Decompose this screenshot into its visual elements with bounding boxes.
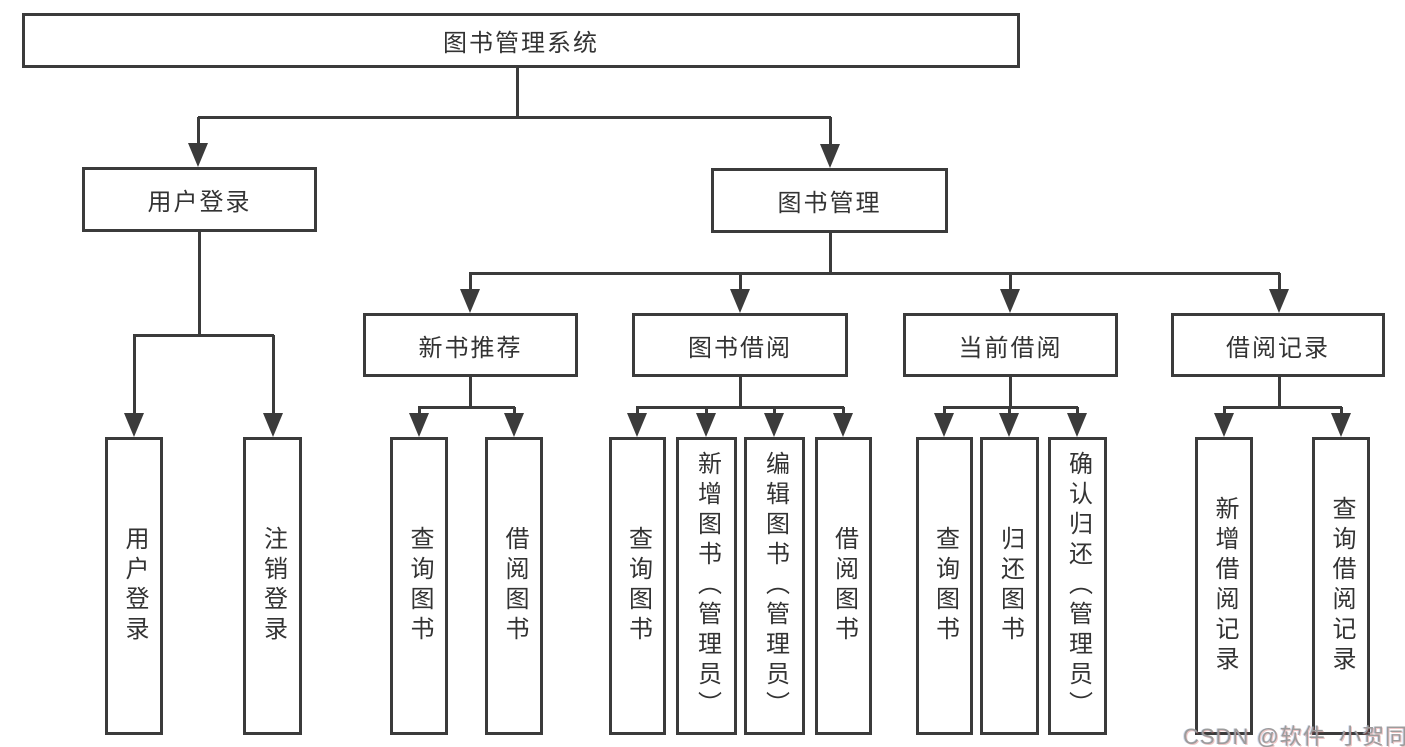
node-label: 查询图书 [406,526,433,646]
node-label: 注销登录 [259,526,287,646]
node-label: 确认归还（管理员） [1064,451,1092,721]
leaf-logout: 注销登录 [243,437,302,735]
arrow-shaft [133,335,136,417]
node-label: 查询图书 [931,526,959,646]
node-book-borrow: 图书借阅 [632,313,848,377]
connector-stem [198,232,201,337]
node-label: 查询图书 [624,526,652,646]
arrow-down-icon [1331,413,1351,437]
leaf-query-books-current: 查询图书 [916,437,973,735]
node-label: 归还图书 [996,526,1024,646]
leaf-return-books: 归还图书 [980,437,1039,735]
arrow-down-icon [1067,413,1087,437]
leaf-add-borrow-record: 新增借阅记录 [1195,437,1253,735]
node-new-book-recommend: 新书推荐 [363,313,578,377]
node-label: 新书推荐 [418,334,523,362]
leaf-query-books-recommend: 查询图书 [390,437,448,735]
arrow-shaft [1278,273,1281,293]
arrow-shaft [773,407,776,417]
arrow-down-icon [409,413,429,437]
node-label: 借阅图书 [501,526,528,646]
arrow-down-icon [188,143,208,167]
arrow-down-icon [764,413,784,437]
arrow-down-icon [504,413,524,437]
node-user-login: 用户登录 [82,167,317,232]
arrow-shaft [418,407,421,417]
arrow-shaft [829,117,832,148]
node-current-borrow: 当前借阅 [903,313,1118,377]
arrow-down-icon [1214,413,1234,437]
arrow-shaft [1076,407,1079,417]
node-label: 查询借阅记录 [1328,496,1355,676]
connector-rail [133,334,274,337]
node-label: 借阅图书 [830,526,858,646]
arrow-down-icon [263,413,283,437]
arrow-shaft [705,407,708,417]
leaf-query-books-borrow: 查询图书 [609,437,666,735]
arrow-down-icon [934,413,954,437]
arrow-down-icon [833,413,853,437]
node-label: 图书借阅 [688,334,792,362]
arrow-down-icon [627,413,647,437]
node-label: 当前借阅 [958,334,1063,362]
leaf-query-borrow-record: 查询借阅记录 [1312,437,1370,735]
arrow-down-icon [999,413,1019,437]
leaf-add-books-admin: 新增图书（管理员） [676,437,737,735]
leaf-user-login: 用户登录 [105,437,163,735]
arrow-shaft [943,407,946,417]
arrow-down-icon [730,289,750,313]
arrow-shaft [272,335,275,417]
leaf-edit-books-admin: 编辑图书（管理员） [744,437,805,735]
arrow-down-icon [1000,289,1020,313]
arrow-shaft [739,273,742,293]
node-label: 图书管理系统 [443,30,599,57]
arrow-shaft [636,407,639,417]
node-label: 新增借阅记录 [1211,496,1238,676]
node-label: 新增图书（管理员） [693,451,721,721]
arrow-shaft [1009,273,1012,293]
connector-rail [1223,406,1342,409]
connector-rail [198,116,831,119]
node-label: 图书管理 [777,190,882,217]
arrow-shaft [1223,407,1226,417]
arrow-shaft [1008,407,1011,417]
arrow-shaft [469,273,472,293]
node-label: 借阅记录 [1226,334,1330,362]
connector-stem [1278,377,1281,409]
connector-stem [739,377,742,409]
connector-stem [829,233,832,275]
arrow-down-icon [820,144,840,168]
leaf-borrow-books-recommend: 借阅图书 [485,437,543,735]
arrow-shaft [1340,407,1343,417]
node-label: 用户登录 [121,526,148,646]
node-borrow-record: 借阅记录 [1171,313,1385,377]
connector-stem [1009,377,1012,409]
watermark: CSDN @软件_小贺同学 [1183,724,1405,747]
arrow-down-icon [1269,289,1289,313]
leaf-confirm-return-admin: 确认归还（管理员） [1048,437,1107,735]
arrow-down-icon [460,289,480,313]
node-label: 用户登录 [147,189,252,216]
connector-rail [636,406,844,409]
leaf-borrow-books: 借阅图书 [815,437,872,735]
connector-stem [469,377,472,409]
arrow-shaft [513,407,516,417]
arrow-down-icon [696,413,716,437]
node-label: 编辑图书（管理员） [761,451,789,721]
connector-rail [418,406,515,409]
node-book-management: 图书管理 [711,168,948,233]
connector-stem [516,68,519,118]
arrow-shaft [197,117,200,147]
arrow-down-icon [124,413,144,437]
node-root-library-management-system: 图书管理系统 [22,13,1020,68]
arrow-shaft [842,407,845,417]
connector-rail [469,272,1280,275]
